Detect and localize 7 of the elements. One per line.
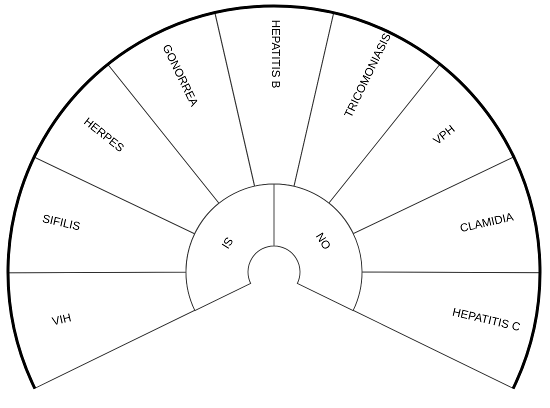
sector-label: VPH <box>432 124 458 148</box>
sector-label: CLAMIDIA <box>458 212 514 236</box>
sector-label: NO <box>312 231 332 252</box>
sector-label: SI <box>218 234 234 250</box>
sector-label: VIH <box>51 314 72 330</box>
sector-label: HEPATITIS B <box>268 20 280 88</box>
sector-label: SIFILIS <box>41 214 82 234</box>
